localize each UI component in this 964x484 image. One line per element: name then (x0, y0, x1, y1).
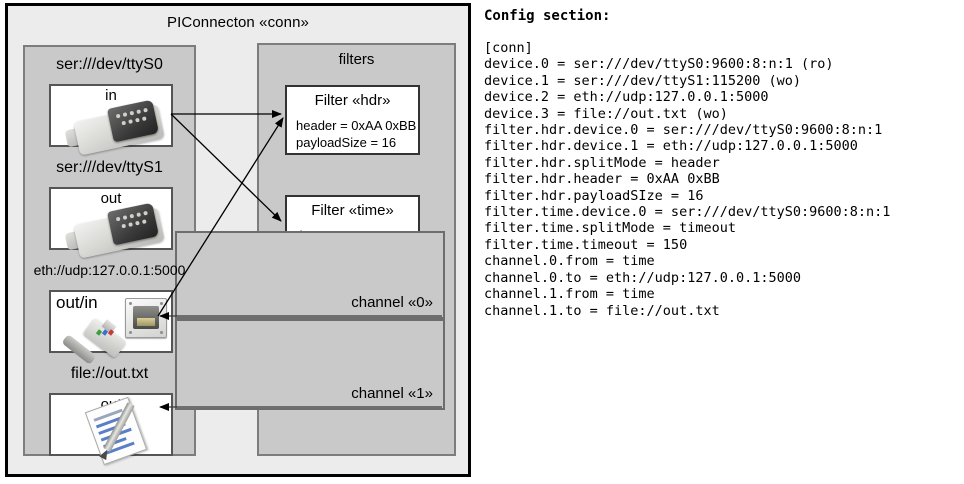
channel-box-1[interactable]: channel «1» (175, 319, 445, 410)
channel-0-label: channel «0» (351, 294, 433, 311)
filter-hdr-prop-payloadsize: payloadSize = 16 (296, 135, 397, 150)
device-box-ttyS1[interactable]: out (49, 187, 173, 259)
diagram-title: PIConnecton «conn» (167, 14, 309, 31)
filter-box-hdr[interactable]: Filter «hdr» header = 0xAA 0xBB payloadS… (285, 85, 420, 155)
device-label-ttyS0: in (105, 87, 117, 104)
device-box-file[interactable]: out (49, 393, 173, 466)
filter-hdr-title: Filter «hdr» (314, 92, 391, 109)
filter-time-title: Filter «time» (311, 202, 394, 219)
filter-hdr-properties: header = 0xAA 0xBB payloadSize = 16 (296, 117, 416, 151)
channel-box-0[interactable]: channel «0» (175, 231, 445, 319)
filters-panel-title: filters (338, 51, 375, 68)
device-caption-eth: eth://udp:127.0.0.1:5000 (33, 262, 186, 278)
device-label-ttyS1: out (100, 190, 122, 207)
connection-wires (157, 110, 442, 411)
channel-1-label: channel «1» (351, 385, 433, 402)
config-section-text: [conn] device.0 = ser:///dev/ttyS0:9600:… (484, 40, 891, 319)
wire-ttyS0-to-filter-time (170, 113, 282, 222)
device-label-eth: out/in (56, 293, 98, 312)
config-section-heading: Config section: (484, 8, 611, 24)
config-section: Config section: [conn] device.0 = ser://… (480, 0, 964, 484)
device-caption-file: file://out.txt (70, 365, 149, 382)
device-caption-ttyS0: ser:///dev/ttyS0 (56, 56, 163, 73)
wire-eth-to-filter-hdr (157, 117, 284, 317)
piconnector-diagram: PIConnecton «conn» ser:///dev/ttyS0 in (5, 3, 471, 477)
filter-hdr-prop-header: header = 0xAA 0xBB (296, 118, 417, 133)
device-caption-ttyS1: ser:///dev/ttyS1 (56, 159, 163, 176)
